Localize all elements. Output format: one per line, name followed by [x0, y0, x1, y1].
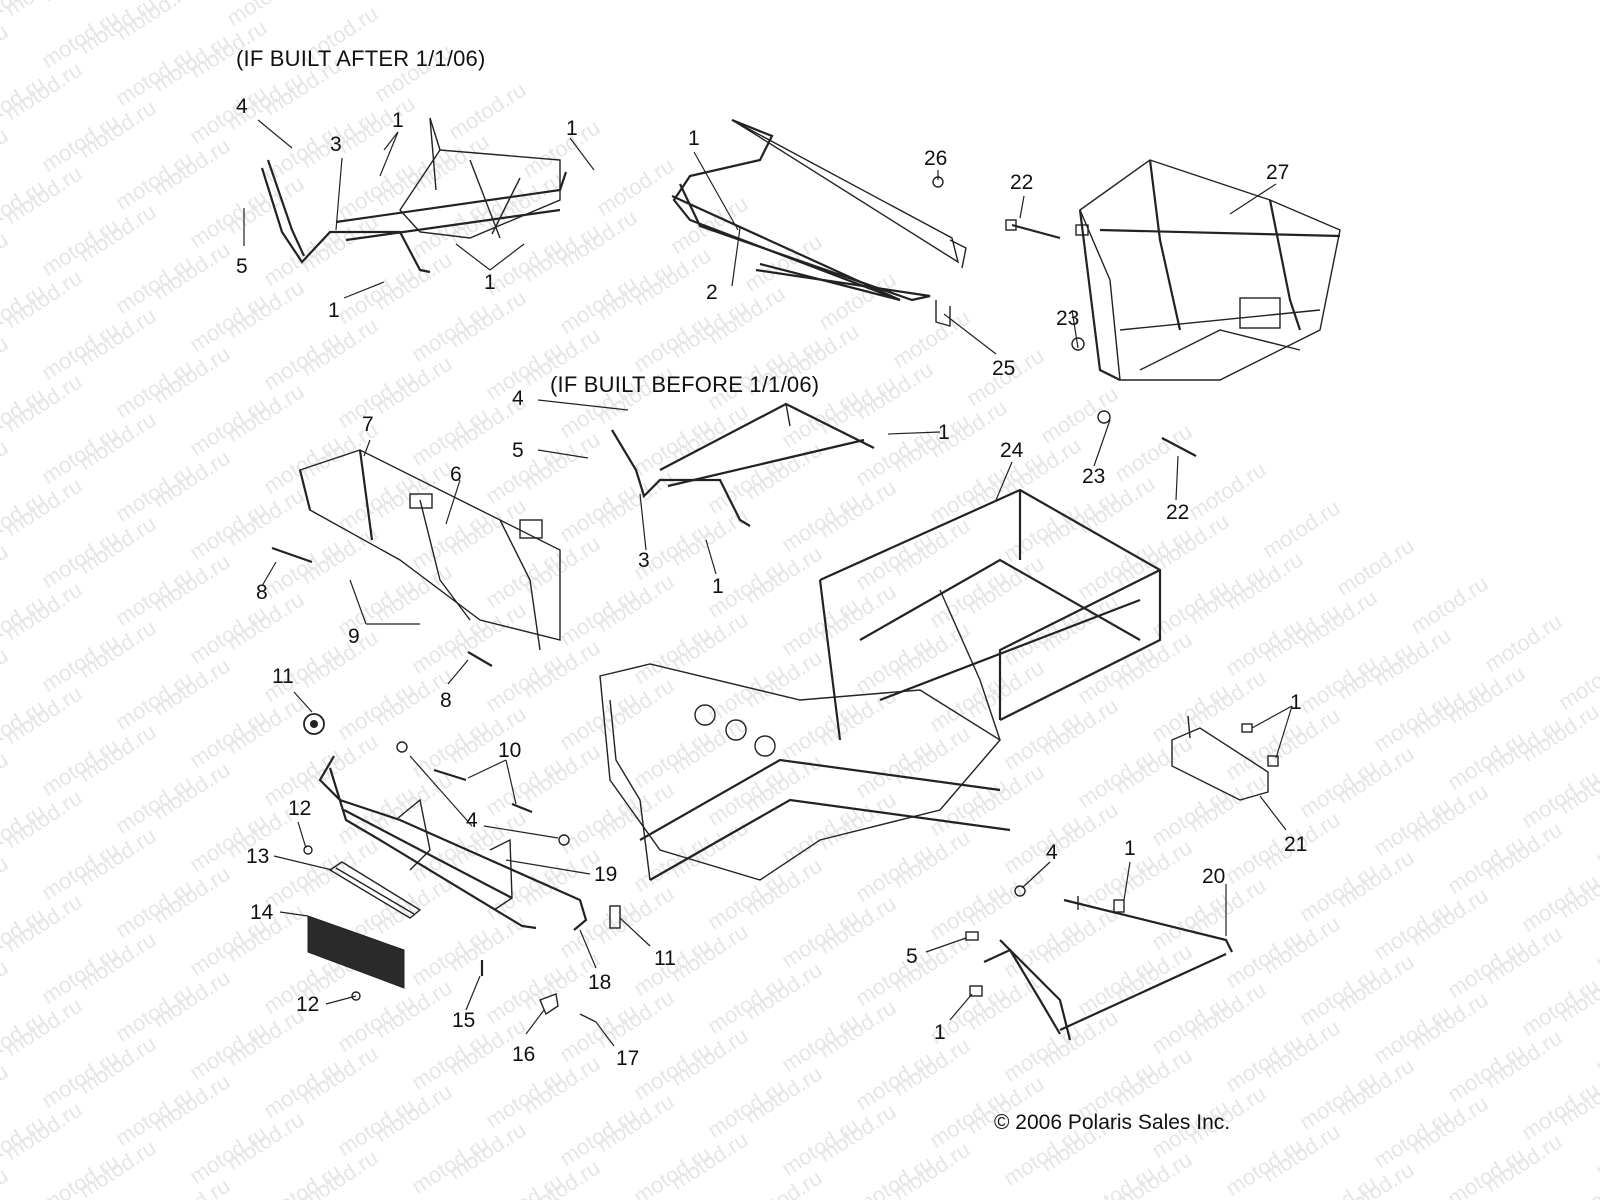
hardware-art-top — [932, 176, 1197, 457]
callout-label: 14 — [250, 901, 274, 924]
callout-label: 19 — [594, 863, 618, 886]
callout-label: 10 — [498, 739, 522, 762]
callout-label: 8 — [440, 689, 452, 712]
callout-label: 21 — [1284, 833, 1308, 856]
small-parts-art — [303, 713, 621, 1023]
main-chassis-art — [599, 488, 1162, 881]
leader-lines — [243, 119, 1293, 1047]
callout-label: 5 — [906, 945, 918, 968]
bracket-21-art — [1171, 715, 1269, 801]
callout-label: 23 — [1056, 307, 1080, 330]
rear-rack-before-art — [611, 402, 875, 527]
callout-label: 23 — [1082, 465, 1106, 488]
callout-label: 3 — [638, 549, 650, 572]
callout-label: 12 — [288, 797, 312, 820]
callout-label: 25 — [992, 357, 1016, 380]
callout-label: 4 — [512, 387, 524, 410]
callout-label: 4 — [1046, 841, 1058, 864]
callout-label: 13 — [246, 845, 270, 868]
callout-label: 11 — [654, 947, 676, 970]
callout-label: 8 — [256, 581, 268, 604]
callout-label: 16 — [512, 1043, 536, 1066]
front-frame-art — [271, 449, 561, 667]
callout-label: 22 — [1010, 171, 1034, 194]
callout-label: 5 — [236, 255, 248, 278]
callout-label: 22 — [1166, 501, 1190, 524]
callout-label: 3 — [330, 133, 342, 156]
rack-20-art — [965, 723, 1279, 1041]
callout-label: 6 — [450, 463, 462, 486]
callout-label: 24 — [1000, 439, 1024, 462]
callout-label: 17 — [616, 1047, 640, 1070]
callout-label: 1 — [934, 1021, 946, 1044]
callout-label: 1 — [688, 127, 700, 150]
callout-label: 7 — [362, 413, 374, 436]
copyright-text: © 2006 Polaris Sales Inc. — [994, 1111, 1231, 1134]
callout-label: 1 — [392, 109, 404, 132]
callout-label: 20 — [1202, 865, 1226, 888]
callout-label: 1 — [1124, 837, 1136, 860]
callout-label: 11 — [272, 665, 294, 688]
callout-label: 15 — [452, 1009, 476, 1032]
callout-label: 1 — [328, 299, 340, 322]
heading-built-before: (IF BUILT BEFORE 1/1/06) — [550, 372, 820, 397]
callout-label: 18 — [588, 971, 612, 994]
callout-label: 1 — [712, 575, 724, 598]
callout-label: 1 — [1290, 691, 1302, 714]
grille-art — [307, 861, 422, 989]
callout-label: 9 — [348, 625, 360, 648]
heading-built-after: (IF BUILT AFTER 1/1/06) — [236, 46, 486, 71]
callout-label: 1 — [938, 421, 950, 444]
cab-frame-art — [1078, 159, 1341, 381]
callout-label: 26 — [924, 147, 948, 170]
callout-label: 4 — [236, 95, 248, 118]
callout-label: 12 — [296, 993, 320, 1016]
seat-frame-art — [671, 118, 967, 302]
callout-label: 4 — [466, 809, 478, 832]
front-bumper-art — [318, 755, 588, 931]
callout-label: 2 — [706, 281, 718, 304]
callout-label: 1 — [484, 271, 496, 294]
rear-rack-bracket-art — [260, 117, 568, 274]
callout-label: 5 — [512, 439, 524, 462]
callout-label: 1 — [566, 117, 578, 140]
callout-label: 27 — [1266, 161, 1290, 184]
